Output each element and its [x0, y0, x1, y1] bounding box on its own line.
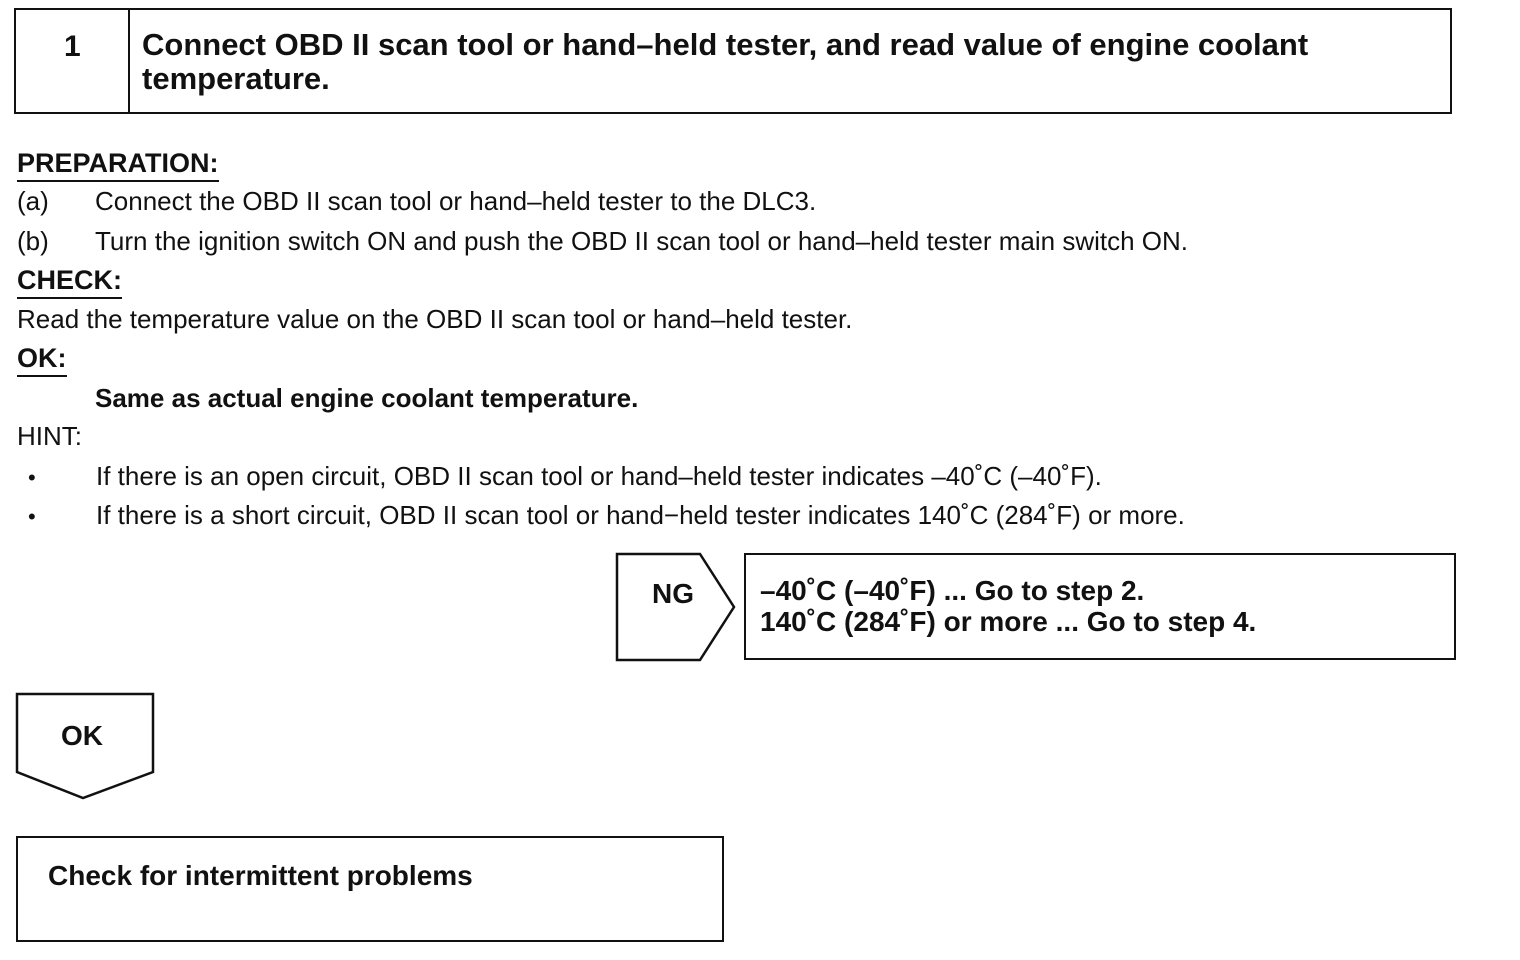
hint-item-1-text: If there is an open circuit, OBD II scan…	[96, 461, 1102, 491]
final-result-text: Check for intermittent problems	[48, 860, 473, 891]
bullet-icon: •	[28, 504, 36, 529]
step-number: 1	[64, 30, 81, 63]
step-title: Connect OBD II scan tool or hand–held te…	[142, 28, 1432, 96]
step-number-cell: 1	[16, 10, 130, 112]
check-text: Read the temperature value on the OBD II…	[17, 304, 853, 334]
ng-arrow-tag: NG	[615, 552, 736, 662]
preparation-item-a-label: (a)	[17, 186, 49, 216]
ok-heading: OK:	[17, 343, 67, 377]
check-heading: CHECK:	[17, 265, 122, 299]
ng-result-line-2: 140˚C (284˚F) or more ... Go to step 4.	[760, 606, 1257, 637]
ok-arrow-shape	[15, 692, 155, 800]
preparation-item-b-text: Turn the ignition switch ON and push the…	[95, 226, 1189, 256]
final-result-box: Check for intermittent problems	[16, 836, 724, 942]
bullet-icon: •	[28, 465, 36, 490]
ng-arrow-shape	[615, 552, 736, 662]
ok-criteria-text: Same as actual engine coolant temperatur…	[95, 383, 639, 413]
step-header-box: 1 Connect OBD II scan tool or hand–held …	[14, 8, 1452, 114]
ng-label: NG	[652, 578, 694, 609]
ng-result-line-1: –40˚C (–40˚F) ... Go to step 2.	[760, 575, 1145, 606]
hint-item-2-text: If there is a short circuit, OBD II scan…	[96, 500, 1185, 530]
ok-label: OK	[61, 720, 103, 751]
ok-arrow-tag: OK	[15, 692, 155, 800]
hint-heading: HINT:	[17, 421, 82, 451]
step-title-line-2: temperature.	[142, 61, 330, 96]
ng-result-box: –40˚C (–40˚F) ... Go to step 2. 140˚C (2…	[744, 553, 1456, 660]
preparation-heading: PREPARATION:	[17, 148, 219, 182]
preparation-item-a-text: Connect the OBD II scan tool or hand–hel…	[95, 186, 817, 216]
preparation-item-b-label: (b)	[17, 226, 49, 256]
step-title-line-1: Connect OBD II scan tool or hand–held te…	[142, 27, 1309, 62]
